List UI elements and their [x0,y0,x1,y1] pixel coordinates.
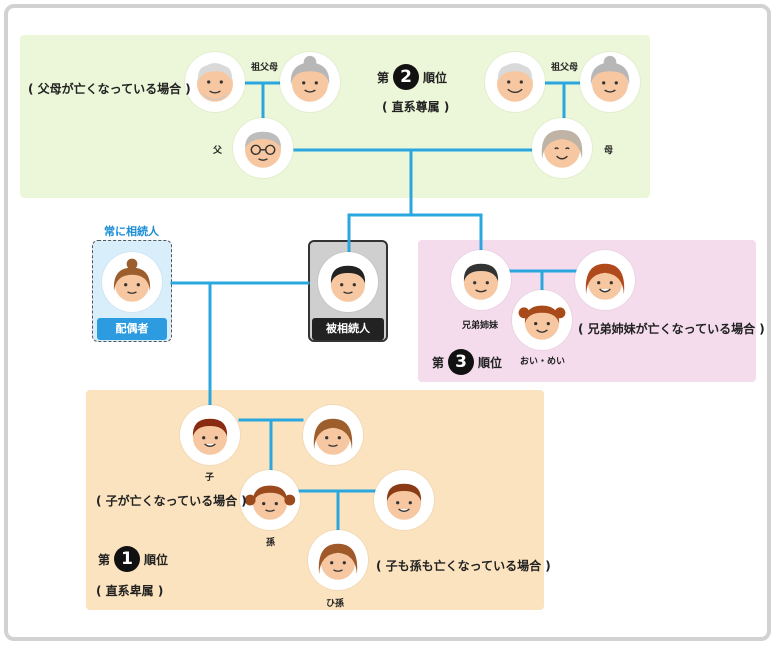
rank-2-prefix: 第 [377,70,390,85]
rank-1: 第 1 順位 [98,546,168,572]
rank-1-number: 1 [114,546,141,572]
child-deceased-note: ( 子が亡くなっている場合 ) [96,494,247,508]
siblings-label: 兄弟姉妹 [462,321,499,331]
rank-1-prefix: 第 [98,552,111,567]
grandchild-spouse-face [374,470,434,530]
descendants-category: ( 直系卑属 ) [96,584,164,598]
grandparent-right-label: 祖父母 [551,63,579,73]
grandmother-right-face [580,52,640,112]
child-spouse-face [303,405,363,465]
spouse-face [102,252,162,312]
elderly-man-icon [197,63,233,102]
elderly-man-icon [497,63,533,102]
rank-1-suffix: 順位 [144,552,169,567]
rank-2-suffix: 順位 [423,70,448,85]
great-grandchild-face [308,530,368,590]
grandmother-left-face [280,52,340,112]
rank-3: 第 3 順位 [432,349,502,375]
grandchild-face [240,470,300,530]
elderly-woman-icon [590,55,630,102]
rank-3-prefix: 第 [432,355,445,370]
mother-label: 母 [604,146,614,156]
girl-icon [518,305,566,340]
siblings-deceased-note: ( 兄弟姉妹が亡くなっている場合 ) [578,322,765,336]
parents-deceased-note: ( 父母が亡くなっている場合 ) [28,82,191,96]
deceased-tag: 被相続人 [312,318,384,340]
deceased-face [318,252,378,312]
grandchild-deceased-note: ( 子も孫も亡くなっている場合 ) [376,559,551,573]
niece-face [512,290,572,350]
rank-3-number: 3 [448,349,475,375]
man-icon [330,265,366,302]
man-glasses-icon [245,131,281,168]
woman-icon [113,258,151,302]
ascendants-category: ( 直系尊属 ) [382,100,450,114]
child-label: 子 [205,473,215,483]
man-icon [463,263,499,300]
spouse-tag: 配偶者 [97,318,167,340]
grandfather-right-face [485,52,545,112]
woman-icon [585,263,625,300]
elderly-woman-icon [290,55,330,102]
father-face [233,118,293,178]
man-icon [386,483,422,520]
grandparent-left-label: 祖父母 [251,63,279,73]
woman-icon [244,485,296,520]
sibling-face [451,250,511,310]
always-heir-label: 常に相続人 [104,225,159,238]
woman-gray-hair-icon [541,130,583,168]
mother-face [532,118,592,178]
grandfather-left-face [185,52,245,112]
rank-2-number: 2 [393,64,420,90]
sister-face [575,250,635,310]
man-icon [192,418,228,455]
rank-3-suffix: 順位 [478,355,503,370]
woman-icon [313,418,353,455]
child-face [180,405,240,465]
girl-icon [318,543,358,580]
nephew-niece-label: おい・めい [520,357,566,367]
father-label: 父 [213,146,223,156]
grandchild-label: 孫 [266,538,276,548]
great-grandchild-label: ひ孫 [326,599,345,609]
rank-2: 第 2 順位 [377,64,447,90]
